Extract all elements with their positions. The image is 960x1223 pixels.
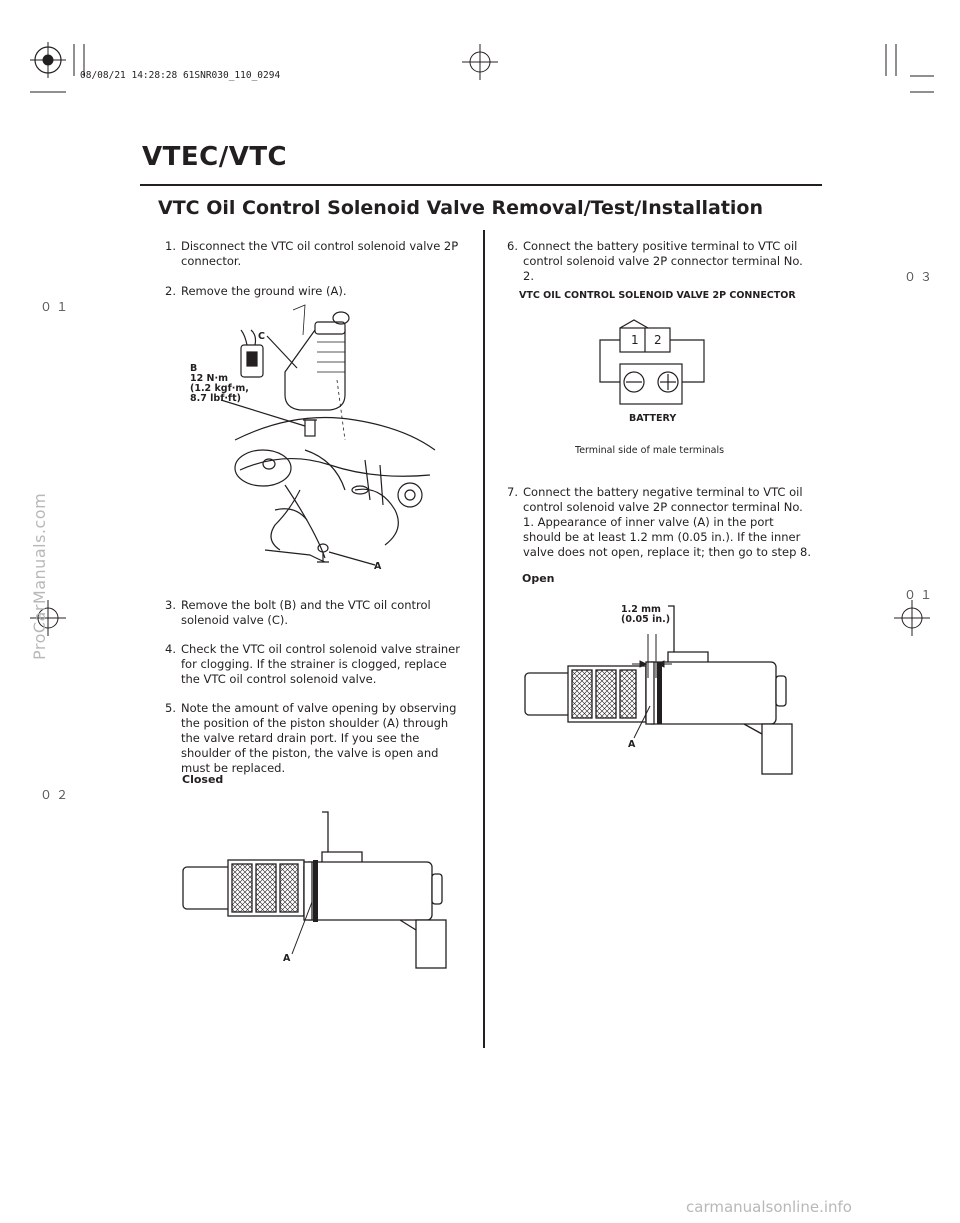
step-number: 1. <box>165 239 176 253</box>
terminal-note: Terminal side of male terminals <box>575 445 725 456</box>
side-mark-01-right: ０１ <box>904 588 937 602</box>
step-text: Remove the bolt (B) and the VTC oil cont… <box>181 598 431 627</box>
step-number: 2. <box>165 284 176 298</box>
callout-b-letter: B <box>190 363 198 374</box>
side-mark-02-left: ０２ <box>40 788 73 802</box>
step-number: 7. <box>507 485 518 499</box>
step-text: Note the amount of valve opening by obse… <box>181 701 457 775</box>
terminal-2: 2 <box>654 333 662 347</box>
step-3: 3. Remove the bolt (B) and the VTC oil c… <box>165 598 465 628</box>
gap-mm: 1.2 mm <box>621 604 661 615</box>
watermark-procarmanuals: ProCarManuals.com <box>30 492 49 660</box>
step-6: 6. Connect the battery positive terminal… <box>507 239 812 284</box>
step-1: 1. Disconnect the VTC oil control soleno… <box>165 239 465 269</box>
column-divider <box>483 230 485 1048</box>
step-text: Connect the battery positive terminal to… <box>523 239 803 283</box>
step-number: 5. <box>165 701 176 715</box>
step-number: 4. <box>165 642 176 656</box>
step-2: 2. Remove the ground wire (A). <box>165 284 465 299</box>
step-text: Remove the ground wire (A). <box>181 284 347 298</box>
battery-label: BATTERY <box>629 413 677 424</box>
side-mark-01-left: ０１ <box>40 300 73 314</box>
open-label: Open <box>522 572 555 585</box>
step-text: Disconnect the VTC oil control solenoid … <box>181 239 459 268</box>
connector-title: VTC OIL CONTROL SOLENOID VALVE 2P CONNEC… <box>519 290 796 301</box>
open-callout-a: A <box>628 739 636 750</box>
step-text: Check the VTC oil control solenoid valve… <box>181 642 460 686</box>
torque-kgfm: (1.2 kgf·m, <box>190 383 249 394</box>
header-divider <box>140 184 822 186</box>
step-4: 4. Check the VTC oil control solenoid va… <box>165 642 465 687</box>
step-5: 5. Note the amount of valve opening by o… <box>165 701 470 776</box>
callout-b-torque: B 12 N·m (1.2 kgf·m, 8.7 lbf·ft) <box>190 364 249 404</box>
gap-in: (0.05 in.) <box>621 614 671 625</box>
print-stamp: 08/08/21 14:28:28 61SNR030_110_0294 <box>80 70 281 81</box>
closed-callout-a: A <box>283 953 291 964</box>
step-7: 7. Connect the battery negative terminal… <box>507 485 812 560</box>
step-number: 6. <box>507 239 518 253</box>
closed-label: Closed <box>182 773 224 786</box>
callout-a: A <box>374 561 382 572</box>
torque-lbfft: 8.7 lbf·ft) <box>190 393 241 404</box>
torque-nm: 12 N·m <box>190 373 228 384</box>
closed-valve-figure <box>182 811 447 969</box>
step-number: 3. <box>165 598 176 612</box>
gap-dimension: 1.2 mm (0.05 in.) <box>621 605 670 625</box>
section-title: VTC Oil Control Solenoid Valve Removal/T… <box>158 197 764 219</box>
solenoid-installation-figure <box>220 304 436 566</box>
watermark-carmanualsonline: carmanualsonline.info <box>686 1198 852 1216</box>
connector-battery-diagram <box>599 319 705 405</box>
step-text: Connect the battery negative terminal to… <box>523 485 812 559</box>
open-valve-figure <box>524 605 793 775</box>
page-title: VTEC/VTC <box>142 142 288 172</box>
terminal-1: 1 <box>631 333 639 347</box>
side-mark-03-right: ０３ <box>904 270 937 284</box>
callout-c: C <box>258 331 265 342</box>
